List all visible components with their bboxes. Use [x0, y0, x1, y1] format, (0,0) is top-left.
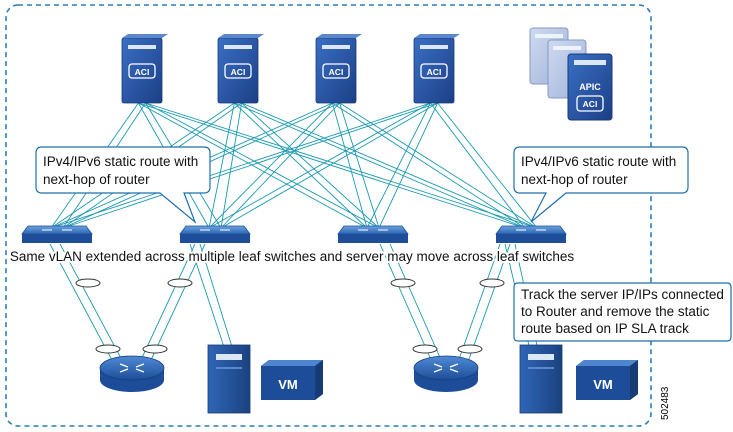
spine-switch: ACI: [413, 34, 460, 104]
port-channel-ovals: [75, 278, 505, 354]
vlan-banner-halo: Same vLAN extended across multiple leaf …: [10, 249, 574, 264]
spine-leaf-link: [234, 102, 526, 229]
port-channel-oval: [75, 278, 101, 288]
spine-switch: ACI: [315, 34, 362, 104]
callout-left-line2: next-hop of router: [43, 172, 150, 187]
spine-leaf-link: [339, 102, 380, 229]
spine-leaf-link: [208, 102, 235, 229]
spine-leaf-link: [208, 102, 431, 229]
port-channel-oval: [457, 344, 483, 354]
spine-aci-badge: ACI: [427, 67, 442, 77]
port-channel-oval: [167, 278, 193, 288]
spine-leaf-link: [241, 102, 380, 229]
spine-leaf-link: [138, 102, 368, 229]
router: [99, 355, 165, 392]
apic-title: APIC: [579, 82, 601, 92]
port-channel-oval: [479, 278, 505, 288]
fabric-border: [5, 4, 652, 427]
figure-id: 502483: [660, 386, 671, 420]
vm-label: VM: [593, 377, 613, 392]
callout-track-line1: Track the server IP/IPs connected: [521, 287, 724, 302]
vm-box: VM: [261, 360, 323, 400]
spine-leaf-link: [437, 102, 538, 229]
spine-leaf-link: [332, 102, 526, 229]
spine-leaf-link: [234, 102, 368, 229]
spine-leaf-link: [145, 102, 538, 229]
vlan-banner: Same vLAN extended across multiple leaf …: [10, 249, 574, 264]
leaf-switch: [21, 225, 93, 243]
port-channel-oval: [412, 344, 438, 354]
port-channel-oval: [390, 278, 416, 288]
vm-box: VM: [576, 360, 638, 400]
leaf-switch: [179, 225, 251, 243]
callout-left-line1: IPv4/IPv6 static route with: [43, 154, 198, 169]
callout-right-line2: next-hop of router: [521, 172, 628, 187]
callout-track: Track the server IP/IPs connected to Rou…: [513, 282, 732, 342]
apic-cluster: APIC ACI: [529, 27, 613, 121]
spine-leaf-link: [241, 102, 538, 229]
spine-leaf-link: [62, 102, 438, 229]
callout-track-line2: to Router and remove the static: [521, 304, 710, 319]
port-channel-oval: [142, 344, 168, 354]
spine-leaf-link: [220, 102, 243, 229]
leaf-switch: [337, 225, 409, 243]
spine-leaf-link: [145, 102, 380, 229]
port-channel-oval: [95, 344, 121, 354]
spine-leaf-link: [378, 102, 439, 229]
spine-leaf-link: [339, 102, 538, 229]
spine-switch: ACI: [121, 34, 168, 104]
spine-leaf-link: [208, 102, 333, 229]
server-icon: [519, 344, 563, 414]
spine-leaf-link: [220, 102, 438, 229]
leaf-switches: [21, 225, 567, 243]
server-icon: [207, 344, 251, 414]
apic-front-card: APIC ACI: [567, 53, 613, 121]
spine-aci-badge: ACI: [329, 67, 344, 77]
callout-right-line1: IPv4/IPv6 static route with: [521, 154, 676, 169]
spine-leaf-link: [430, 102, 526, 229]
vm-label: VM: [278, 377, 298, 392]
spine-aci-badge: ACI: [231, 67, 246, 77]
spine-leaf-link: [220, 102, 340, 229]
spine-leaf-link: [331, 102, 368, 229]
spine-switch: ACI: [217, 34, 264, 104]
router: [413, 355, 479, 392]
spine-leaf-link: [138, 102, 526, 229]
callout-left: IPv4/IPv6 static route with next-hop of …: [35, 146, 211, 224]
apic-aci-badge: ACI: [583, 99, 598, 109]
spine-aci-badge: ACI: [135, 67, 150, 77]
spine-switches: ACI ACI ACI ACI: [121, 34, 460, 104]
callout-right: IPv4/IPv6 static route with next-hop of …: [513, 146, 689, 223]
callout-track-line3: route based on IP SLA track: [521, 321, 689, 336]
spine-leaf-link: [50, 102, 431, 229]
leaf-switch: [495, 225, 567, 243]
spine-leaf-link: [366, 102, 431, 229]
